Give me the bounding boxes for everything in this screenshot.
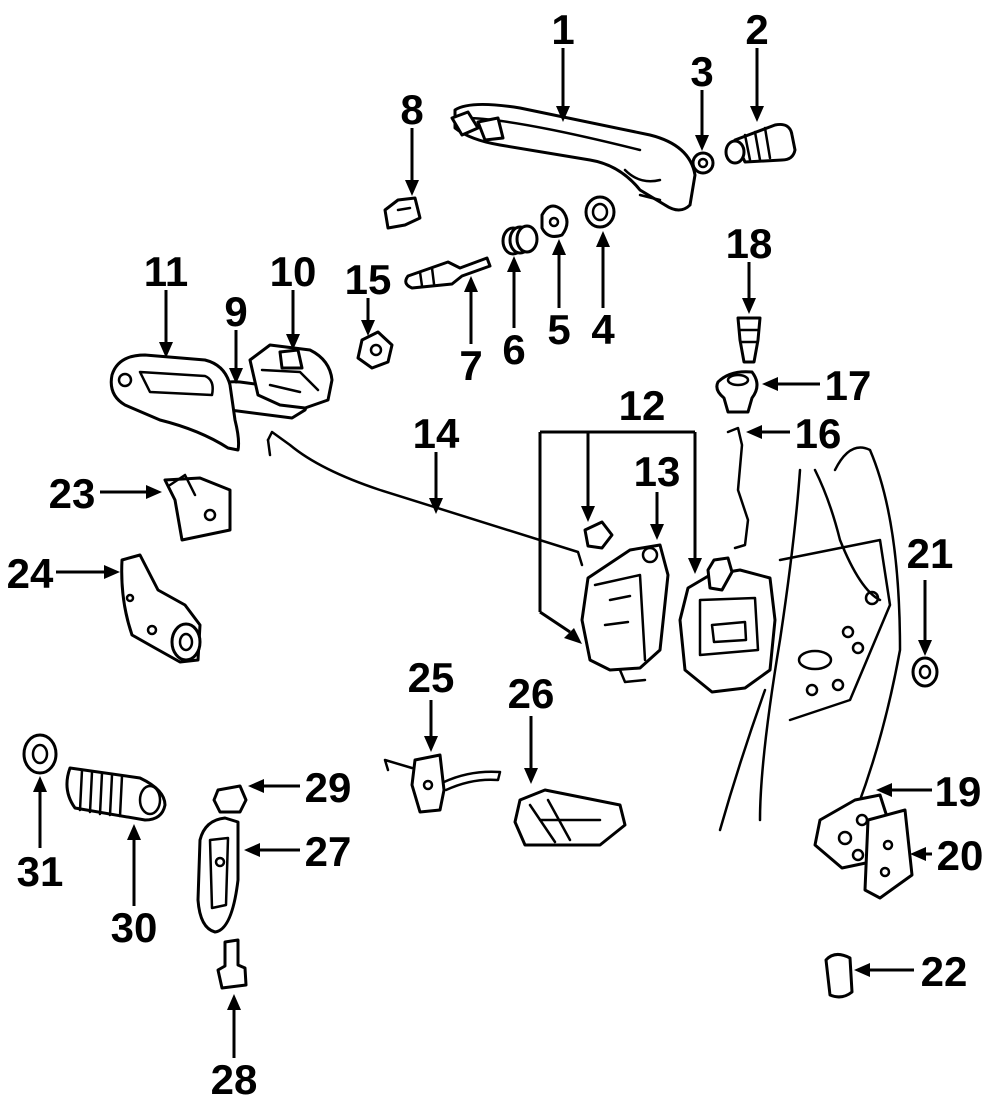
callout-11: 11 [144, 248, 188, 295]
callout-26: 26 [508, 670, 555, 717]
part-backing-plate [863, 808, 914, 900]
callout-22: 22 [921, 948, 968, 995]
part-lock-cylinder [724, 123, 797, 165]
part-latch-bracket [196, 816, 240, 934]
part-rod-clip-small [583, 520, 614, 550]
part-screw [736, 316, 762, 364]
part-inside-handle [248, 343, 334, 410]
callout-25: 25 [408, 654, 455, 701]
callout-4: 4 [591, 306, 615, 353]
callout-20: 20 [937, 832, 984, 879]
callout-31: 31 [17, 848, 64, 895]
callout-9: 9 [224, 288, 247, 335]
part-cam [540, 204, 569, 238]
callout-21: 21 [907, 530, 954, 577]
part-spring [501, 224, 539, 256]
part-escutcheon [109, 353, 241, 452]
callout-27: 27 [305, 828, 352, 875]
callout-29: 29 [305, 764, 352, 811]
part-bracket-upper [163, 473, 232, 542]
callout-24: 24 [7, 550, 54, 597]
callout-16: 16 [795, 410, 842, 457]
callout-13: 13 [634, 448, 681, 495]
part-link-rod [726, 426, 750, 550]
callout-30: 30 [111, 904, 158, 951]
part-washer-small [691, 151, 715, 175]
callout-3: 3 [690, 48, 713, 95]
part-trim-cover [513, 788, 627, 847]
part-door-check [383, 753, 502, 814]
part-nut [212, 784, 248, 814]
part-bumper [911, 656, 939, 688]
part-bracket-lower [120, 553, 202, 664]
callout-labels: 1 2 3 4 5 6 7 8 9 10 11 12 13 14 15 16 1… [7, 6, 984, 1099]
callout-1: 1 [551, 6, 574, 53]
part-actuator-rod [266, 430, 584, 567]
part-outside-handle [450, 102, 697, 212]
part-push-nut [715, 370, 759, 414]
callout-28: 28 [211, 1056, 258, 1099]
callout-18: 18 [726, 220, 773, 267]
callout-15: 15 [345, 256, 392, 303]
callout-8: 8 [400, 86, 423, 133]
part-rod-clip [356, 330, 394, 370]
callout-17: 17 [825, 362, 872, 409]
callout-12: 12 [619, 382, 666, 429]
callout-2: 2 [745, 6, 768, 53]
part-rubber-boot [65, 766, 167, 822]
callout-14: 14 [413, 410, 460, 457]
callout-6: 6 [502, 326, 525, 373]
part-plunger-shaft [404, 256, 492, 290]
part-grommet [584, 195, 616, 229]
part-cap [824, 953, 854, 999]
callout-19: 19 [935, 768, 982, 815]
callout-7: 7 [459, 342, 482, 389]
part-door-shell [718, 446, 902, 852]
leader-lines [33, 48, 932, 1058]
part-retaining-clip [383, 196, 422, 230]
part-lock-actuator [580, 543, 670, 684]
part-door-latch [678, 556, 777, 694]
part-rubber-grommet [22, 733, 58, 775]
part-bolt [216, 938, 248, 990]
callout-5: 5 [547, 306, 570, 353]
callout-23: 23 [49, 470, 96, 517]
callout-10: 10 [270, 248, 317, 295]
